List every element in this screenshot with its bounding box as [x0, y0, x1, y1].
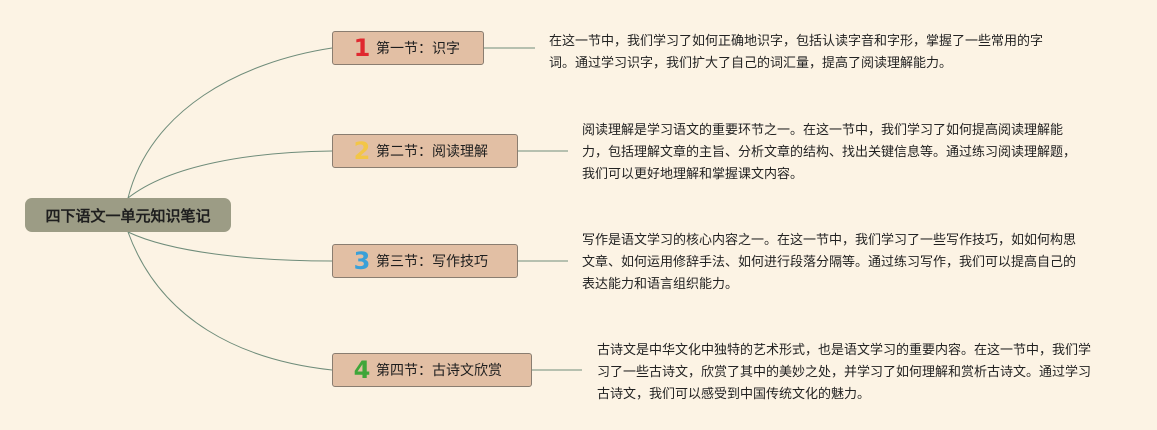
root-title: 四下语文一单元知识笔记 — [45, 206, 211, 225]
connector-root-section-2 — [127, 150, 333, 199]
section-title-4: 第四节：古诗文欣赏 — [376, 363, 502, 379]
section-title-1: 第一节：识字 — [376, 41, 460, 57]
root-topic[interactable]: 四下语文一单元知识笔记 — [25, 198, 231, 232]
section-description-2: 阅读理解是学习语文的重要环节之一。在这一节中，我们学习了如何提高阅读理解能力，包… — [582, 123, 1077, 182]
section-node-3[interactable]: 3 第三节：写作技巧 — [332, 244, 518, 278]
connector-root-section-3 — [127, 231, 333, 262]
section-number-1-icon: 1 — [353, 34, 371, 62]
section-description-1: 在这一节中，我们学习了如何正确地识字，包括认读字音和字形，掌握了一些常用的字词。… — [549, 34, 1044, 71]
connector-root-section-1 — [127, 47, 333, 199]
section-node-4[interactable]: 4 第四节：古诗文欣赏 — [332, 353, 532, 387]
section-description-3: 写作是语文学习的核心内容之一。在这一节中，我们学习了一些写作技巧，如如何构思文章… — [582, 233, 1077, 292]
section-title-3: 第三节：写作技巧 — [376, 254, 488, 270]
section-node-1[interactable]: 1 第一节：识字 — [332, 31, 484, 65]
connector-root-section-4 — [127, 231, 333, 371]
section-description-4: 古诗文是中华文化中独特的艺术形式，也是语文学习的重要内容。在这一节中，我们学习了… — [597, 343, 1092, 402]
section-number-3-icon: 3 — [353, 247, 371, 275]
section-title-2: 第二节：阅读理解 — [376, 144, 488, 160]
section-number-4-icon: 4 — [353, 356, 371, 384]
section-number-2-icon: 2 — [353, 137, 371, 165]
section-node-2[interactable]: 2 第二节：阅读理解 — [332, 134, 518, 168]
